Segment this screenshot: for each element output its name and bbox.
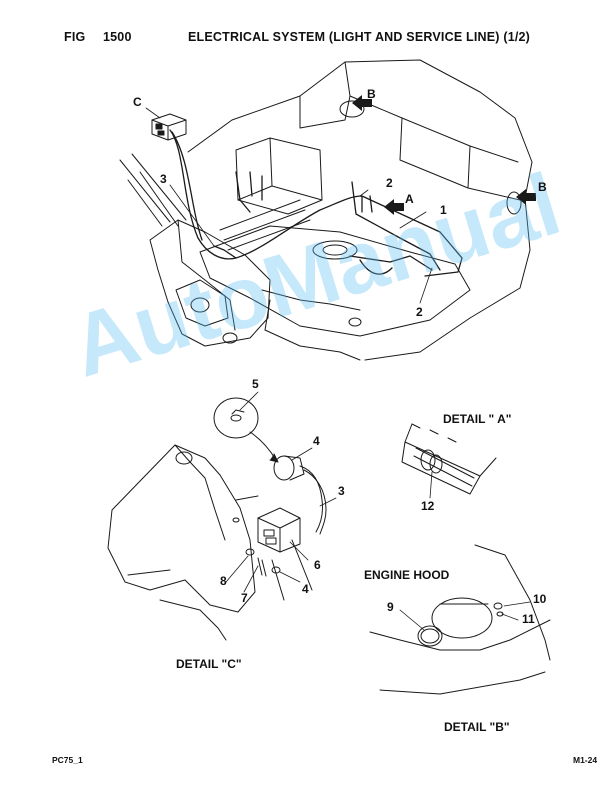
- detail-c-view: [107, 397, 327, 641]
- leader-lines-detail-a: [429, 471, 433, 499]
- detail-a-view: [401, 423, 497, 495]
- callout-8: 8: [220, 574, 227, 588]
- wiring-harness: [169, 129, 463, 277]
- callout-11: 11: [522, 612, 535, 626]
- footer-page-code: M1-24: [573, 755, 598, 765]
- callout-b-top: B: [367, 87, 376, 101]
- leader-lines-main: [145, 107, 433, 304]
- callout-a: A: [405, 192, 414, 206]
- detail-a-caption: DETAIL " A": [443, 412, 512, 426]
- detail-c-caption: DETAIL "C": [176, 657, 242, 671]
- callout-3-top: 3: [160, 172, 167, 186]
- detail-b-caption: DETAIL "B": [444, 720, 510, 734]
- callout-2-lower: 2: [416, 305, 423, 319]
- callout-1: 1: [440, 203, 447, 217]
- callout-9: 9: [387, 600, 394, 614]
- callout-c: C: [133, 95, 142, 109]
- figure-label: FIG: [64, 30, 86, 44]
- callout-12: 12: [421, 499, 435, 513]
- callout-6: 6: [314, 558, 321, 572]
- figure-title: ELECTRICAL SYSTEM (LIGHT AND SERVICE LIN…: [188, 30, 531, 44]
- callout-4-bottom: 4: [302, 582, 309, 596]
- switch-box-c: [151, 113, 187, 141]
- leader-lines-detail-c: [225, 391, 337, 593]
- callout-arrows: [352, 95, 536, 215]
- callout-5: 5: [252, 377, 259, 391]
- callout-3-right: 3: [338, 484, 345, 498]
- footer-model-code: PC75_1: [52, 755, 83, 765]
- leader-lines-detail-b: [399, 601, 531, 631]
- detail-b-view: [369, 544, 551, 695]
- callout-b-right: B: [538, 180, 547, 194]
- callout-4-top: 4: [313, 434, 320, 448]
- engine-hood-caption: ENGINE HOOD: [364, 568, 450, 582]
- callout-10: 10: [533, 592, 547, 606]
- machine-main-view: [119, 59, 533, 361]
- callout-7: 7: [241, 591, 248, 605]
- callout-2-upper: 2: [386, 176, 393, 190]
- figure-number: 1500: [103, 30, 132, 44]
